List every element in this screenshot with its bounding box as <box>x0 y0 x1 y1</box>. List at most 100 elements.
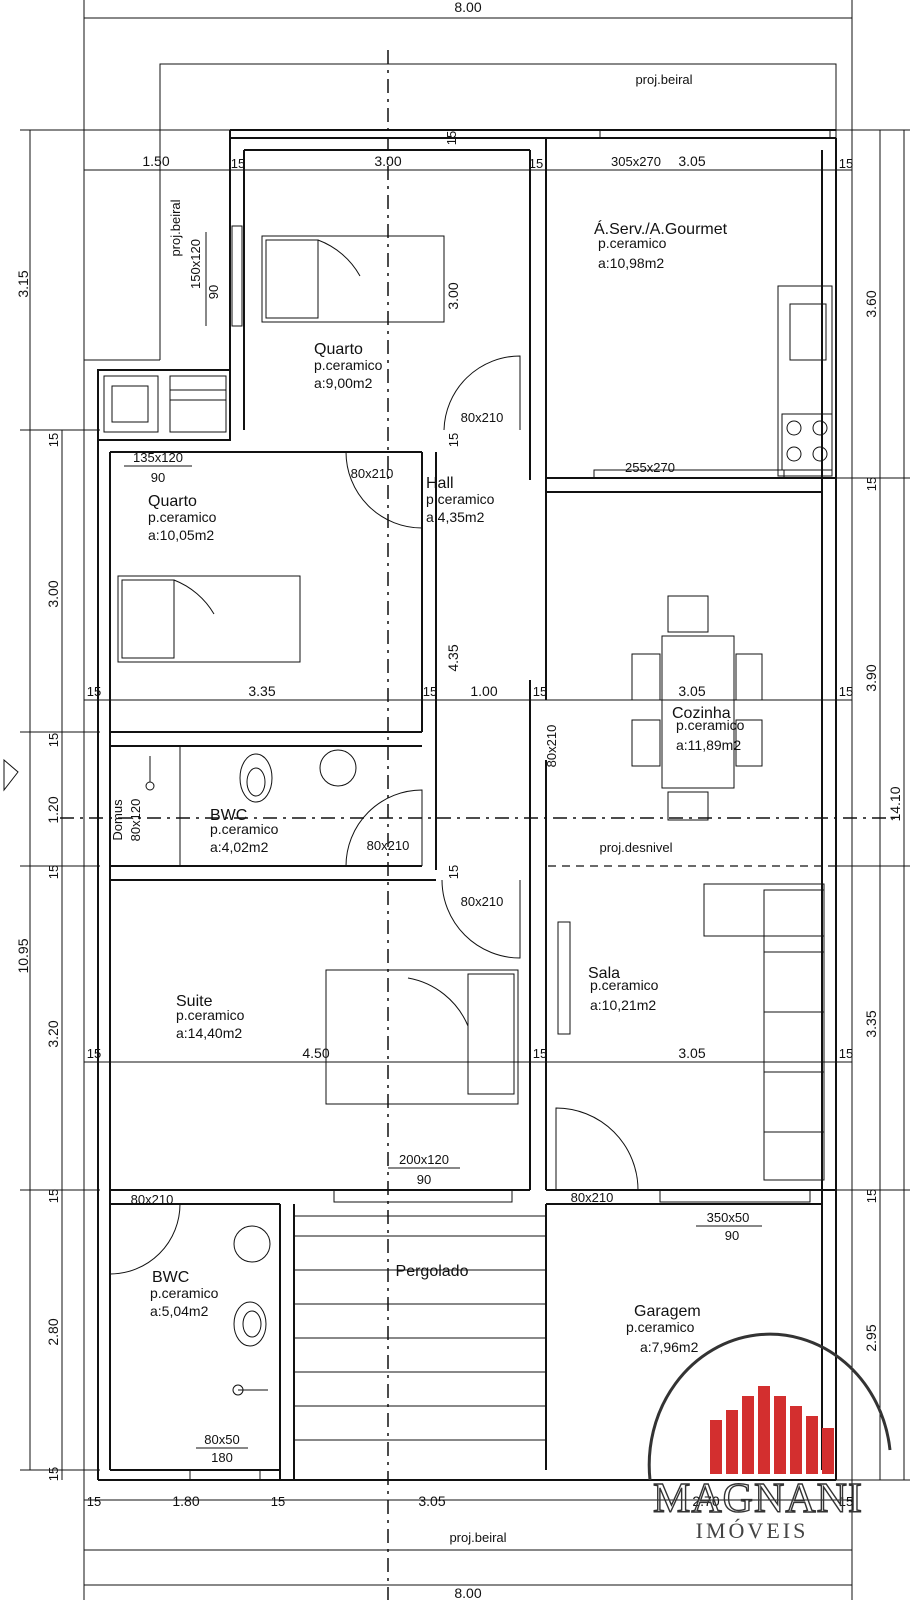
logo: MAGNANI IMÓVEIS <box>647 1332 892 1543</box>
bwc1-fixtures <box>145 746 357 866</box>
dim-left-300: 3.00 <box>45 580 61 607</box>
door-hall-top: 80x210 <box>461 410 504 425</box>
room-quarto2-floor: p.ceramico <box>148 509 217 525</box>
dim-left-15c: 15 <box>46 865 61 879</box>
dim-left-320: 3.20 <box>45 1020 61 1047</box>
window-305x270: 305x270 <box>611 154 661 169</box>
dim-right-15b: 15 <box>864 1189 879 1203</box>
dim-bottom-total: 8.00 <box>454 1585 481 1600</box>
dim-low-305: 3.05 <box>678 1045 705 1061</box>
dim-right-360: 3.60 <box>863 290 879 317</box>
logo-name: MAGNANI <box>653 1476 863 1522</box>
dim-right-390: 3.90 <box>863 664 879 691</box>
dim-hall-length: 4.35 <box>445 644 461 671</box>
room-suite-floor: p.ceramico <box>176 1007 245 1023</box>
dim-low-15b: 15 <box>533 1046 547 1061</box>
room-bwc1-area: a:4,02m2 <box>210 839 269 855</box>
dim-bot-270: 2.70 <box>692 1493 719 1509</box>
door-sala: 80x210 <box>571 1190 614 1205</box>
roof-projection <box>83 63 853 1586</box>
room-sala-name: Sala <box>588 965 620 982</box>
room-gourmet-floor: p.ceramico <box>598 235 667 251</box>
door-swings <box>109 355 639 1275</box>
room-gourmet-name: Á.Serv./A.Gourmet <box>594 219 728 238</box>
sofa <box>703 883 825 1181</box>
dim-mid-305: 3.05 <box>678 683 705 699</box>
pergola-slats <box>294 1215 546 1441</box>
dim-right-1410: 14.10 <box>887 786 903 821</box>
dim-left-15b: 15 <box>46 733 61 747</box>
dim-left-15e: 15 <box>46 1467 61 1481</box>
kitchen-counter <box>777 285 833 477</box>
room-garagem-floor: p.ceramico <box>626 1319 695 1335</box>
window-350x50-sill: 90 <box>725 1228 739 1243</box>
room-suite-area: a:14,40m2 <box>176 1025 242 1041</box>
door-bwc1: 80x210 <box>367 838 410 853</box>
bed-suite <box>325 969 519 1105</box>
dim-left-15a: 15 <box>46 433 61 447</box>
dim-top-15: 15 <box>444 131 459 145</box>
window-200x120-sill: 90 <box>417 1172 431 1187</box>
room-bwc2-name: BWC <box>152 1269 189 1286</box>
dim-mid-15b: 15 <box>423 684 437 699</box>
dimension-lines <box>20 0 910 1600</box>
dim-mid-15d: 15 <box>839 684 853 699</box>
door-bwc2: 80x210 <box>131 1192 174 1207</box>
dim-mid-335: 3.35 <box>248 683 275 699</box>
dim-row-top-left: 1.50 <box>142 153 169 169</box>
dim-mid-100: 1.00 <box>470 683 497 699</box>
bed-quarto1 <box>261 235 445 323</box>
room-bwc1-floor: p.ceramico <box>210 821 279 837</box>
windows <box>189 129 831 1481</box>
laundry-units <box>103 375 227 433</box>
dim-row-top-15b: 15 <box>529 156 543 171</box>
window-150x120-sill: 90 <box>206 285 221 299</box>
bwc2-fixtures <box>232 1225 271 1396</box>
label-pergolado: Pergolado <box>396 1263 469 1280</box>
room-bwc1-name: BWC <box>210 807 247 824</box>
door-suite: 80x210 <box>461 894 504 909</box>
window-200x120: 200x120 <box>399 1152 449 1167</box>
label-proj-beiral-top: proj.beiral <box>635 72 692 87</box>
dim-row-top-right: 3.05 <box>678 153 705 169</box>
label-proj-desnivel: proj.desnivel <box>600 840 673 855</box>
dim-bot-180: 1.80 <box>172 1493 199 1509</box>
logo-sub: IMÓVEIS <box>696 1518 809 1543</box>
dim-bot-15c: 15 <box>839 1494 853 1509</box>
door-cozinha: 80x210 <box>544 725 559 768</box>
dim-left-15d: 15 <box>46 1189 61 1203</box>
room-cozinha-name: Cozinha <box>672 705 731 722</box>
dim-right-295: 2.95 <box>863 1324 879 1351</box>
room-cozinha-floor: p.ceramico <box>676 717 745 733</box>
dim-left-120: 1.20 <box>45 796 61 823</box>
window-80x50: 80x50 <box>204 1432 239 1447</box>
door-quarto2: 80x210 <box>351 466 394 481</box>
room-quarto2-name: Quarto <box>148 493 197 510</box>
room-garagem-name: Garagem <box>634 1303 701 1320</box>
window-135x120: 135x120 <box>133 450 183 465</box>
dim-low-15a: 15 <box>87 1046 101 1061</box>
window-150x120: 150x120 <box>188 239 203 289</box>
dim-row-top-mid: 3.00 <box>374 153 401 169</box>
room-bwc2-area: a:5,04m2 <box>150 1303 209 1319</box>
window-255x270: 255x270 <box>625 460 675 475</box>
dim-left-280: 2.80 <box>45 1318 61 1345</box>
dim-right-15a: 15 <box>864 477 879 491</box>
dim-row-top-15c: 15 <box>839 156 853 171</box>
dining-table <box>631 595 763 821</box>
dim-hall-15a: 15 <box>446 433 461 447</box>
room-hall-name: Hall <box>426 475 454 492</box>
dim-left-1095: 10.95 <box>15 938 31 973</box>
room-sala-area: a:10,21m2 <box>590 997 656 1013</box>
label-proj-beiral-left: proj.beiral <box>168 199 183 256</box>
north-arrow-icon <box>3 758 19 792</box>
room-quarto1-name: Quarto <box>314 341 363 358</box>
dim-quarto1-height: 3.00 <box>445 282 461 309</box>
window-350x50: 350x50 <box>707 1210 750 1225</box>
bed-quarto2 <box>117 575 301 663</box>
dim-row-top-15a: 15 <box>231 156 245 171</box>
dim-mid-15c: 15 <box>533 684 547 699</box>
room-suite-name: Suite <box>176 993 213 1010</box>
room-cozinha-area: a:11,89m2 <box>676 737 741 753</box>
